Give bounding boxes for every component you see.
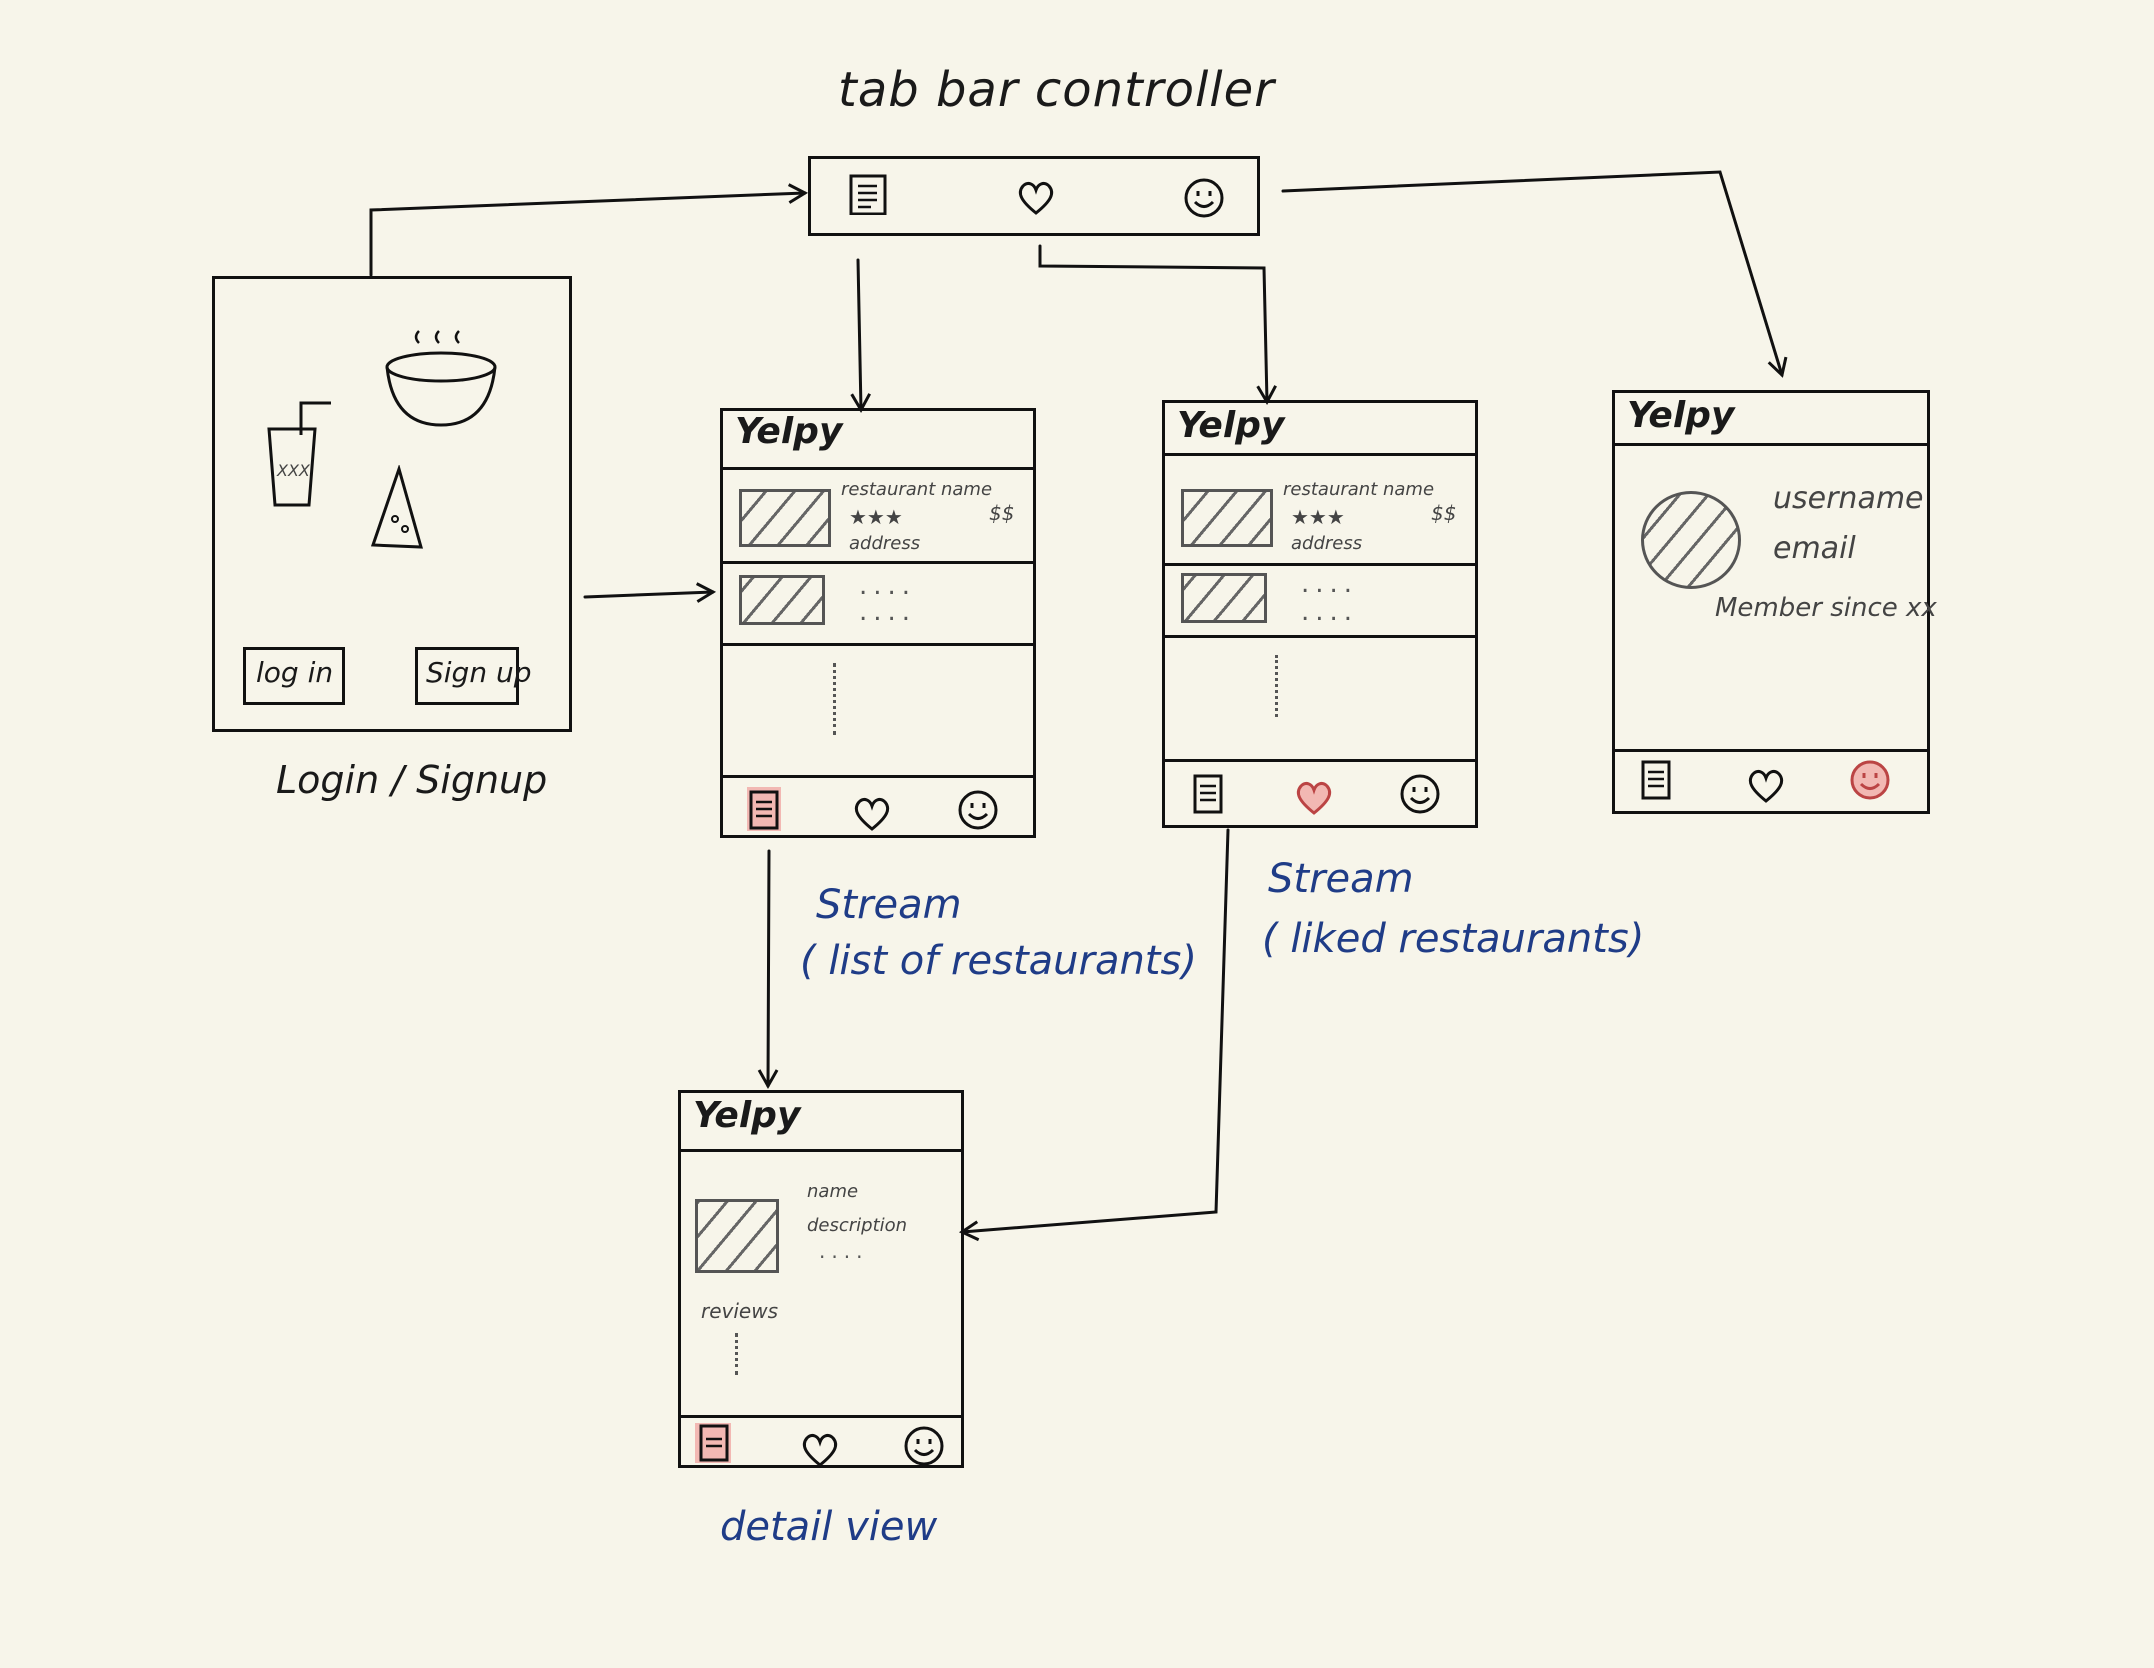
restaurant-thumb-2 (739, 575, 825, 625)
restaurant-stars: ★★★ (1291, 505, 1345, 529)
restaurant-thumb-2 (1181, 573, 1267, 623)
liked-screen: Yelpy restaurant name ★★★ $$ address ...… (1162, 400, 1478, 828)
arrow-tabbar-to-profile (1281, 170, 1788, 378)
arrow-login-to-stream (583, 582, 717, 603)
arrow-liked-to-detail (958, 828, 1230, 1242)
arrow-login-to-tabbar (369, 183, 809, 277)
restaurant-address: address (849, 533, 921, 554)
list-icon[interactable] (1635, 759, 1677, 801)
smiley-icon[interactable] (903, 1425, 945, 1467)
list-icon[interactable] (1187, 773, 1229, 815)
stream-caption-sub: ( list of restaurants) (800, 938, 1197, 984)
cup-text: XXX (277, 461, 310, 480)
signup-button[interactable]: Sign up (415, 647, 532, 705)
arrow-tabbar-to-stream (850, 258, 872, 414)
profile-screen: Yelpy username email Member since xx (1612, 390, 1937, 814)
arrow-tabbar-to-liked (1038, 244, 1277, 406)
pizza-icon (370, 465, 424, 549)
restaurant-address: address (1291, 533, 1363, 554)
diagram-title: tab bar controller (838, 62, 1275, 118)
restaurant-name: restaurant name (841, 479, 993, 500)
detail-image (695, 1199, 779, 1273)
detail-reviews: reviews (701, 1299, 779, 1323)
login-caption: Login / Signup (276, 758, 548, 802)
smiley-icon (1184, 178, 1224, 218)
list-icon[interactable] (743, 789, 785, 831)
heart-icon[interactable] (851, 793, 893, 835)
liked-caption: Stream (1268, 856, 1414, 902)
login-screen: XXX log in Sign up (212, 276, 572, 732)
restaurant-price: $$ (989, 501, 1015, 525)
tab-bar-controller (808, 156, 1260, 236)
smiley-icon-active[interactable] (1849, 759, 1891, 801)
detail-header: Yelpy (693, 1095, 801, 1136)
member-since: Member since xx (1715, 593, 1937, 623)
avatar (1641, 491, 1741, 589)
heart-icon[interactable] (1745, 765, 1787, 807)
list-icon[interactable] (693, 1423, 735, 1465)
cup-icon (267, 401, 331, 507)
liked-caption-sub: ( liked restaurants) (1262, 916, 1645, 962)
detail-description: description (807, 1215, 908, 1236)
email: email (1773, 531, 1856, 566)
bowl-icon (385, 330, 497, 427)
stream-caption: Stream (816, 882, 962, 928)
stream-header: Yelpy (735, 411, 843, 452)
detail-name: name (807, 1181, 859, 1202)
list-icon (849, 174, 887, 215)
stream-screen: Yelpy restaurant name ★★★ $$ address ...… (720, 408, 1036, 838)
username: username (1773, 481, 1924, 516)
restaurant-thumb (1181, 489, 1273, 547)
restaurant-price: $$ (1431, 501, 1457, 525)
detail-caption: detail view (720, 1504, 938, 1550)
smiley-icon[interactable] (1399, 773, 1441, 815)
profile-header: Yelpy (1627, 395, 1735, 436)
heart-icon[interactable] (799, 1429, 841, 1471)
restaurant-name: restaurant name (1283, 479, 1435, 500)
arrow-stream-to-detail (757, 849, 779, 1090)
heart-icon-active[interactable] (1293, 777, 1335, 819)
detail-screen: Yelpy name description .... reviews (678, 1090, 964, 1468)
smiley-icon[interactable] (957, 789, 999, 831)
heart-icon (1018, 181, 1054, 215)
restaurant-thumb (739, 489, 831, 547)
restaurant-stars: ★★★ (849, 505, 903, 529)
liked-header: Yelpy (1177, 405, 1285, 446)
login-button[interactable]: log in (243, 647, 345, 705)
